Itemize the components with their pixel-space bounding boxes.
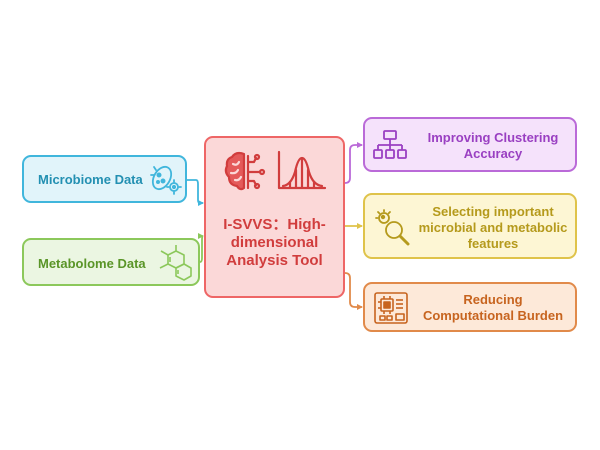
computational-burden-node: Reducing Computational Burden	[363, 282, 577, 332]
clustering-accuracy-node: Improving Clustering Accuracy	[363, 117, 577, 172]
brain-icon	[222, 148, 268, 194]
isvvs-tool-label: I-SVVS：High-dimensional Analysis Tool	[223, 216, 326, 269]
molecule-icon	[156, 243, 194, 283]
isvvs-tool-node: I-SVVS：High-dimensional Analysis Tool	[204, 136, 345, 298]
hierarchy-icon	[373, 129, 407, 163]
microbiome-data-node: Microbiome Data	[22, 155, 187, 203]
metabolome-data-node: Metabolome Data	[22, 238, 200, 286]
distribution-curve-icon	[276, 148, 328, 194]
microbe-icon	[148, 163, 182, 197]
arrow-tool-to-clustering	[344, 142, 363, 184]
feature-selection-label: Selecting important microbial and metabo…	[418, 204, 568, 251]
arrow-tool-to-computation	[344, 272, 363, 310]
chip-icon	[373, 290, 409, 326]
feature-selection-node: Selecting important microbial and metabo…	[363, 193, 577, 259]
magnify-microbe-icon	[373, 208, 411, 246]
arrow-microbiome-to-tool	[187, 179, 204, 206]
arrow-metabolome-to-tool	[197, 233, 204, 263]
metabolome-data-label: Metabolome Data	[38, 256, 146, 271]
computational-burden-label: Reducing Computational Burden	[422, 292, 564, 323]
microbiome-data-label: Microbiome Data	[38, 172, 143, 187]
clustering-accuracy-label: Improving Clustering Accuracy	[427, 130, 559, 161]
